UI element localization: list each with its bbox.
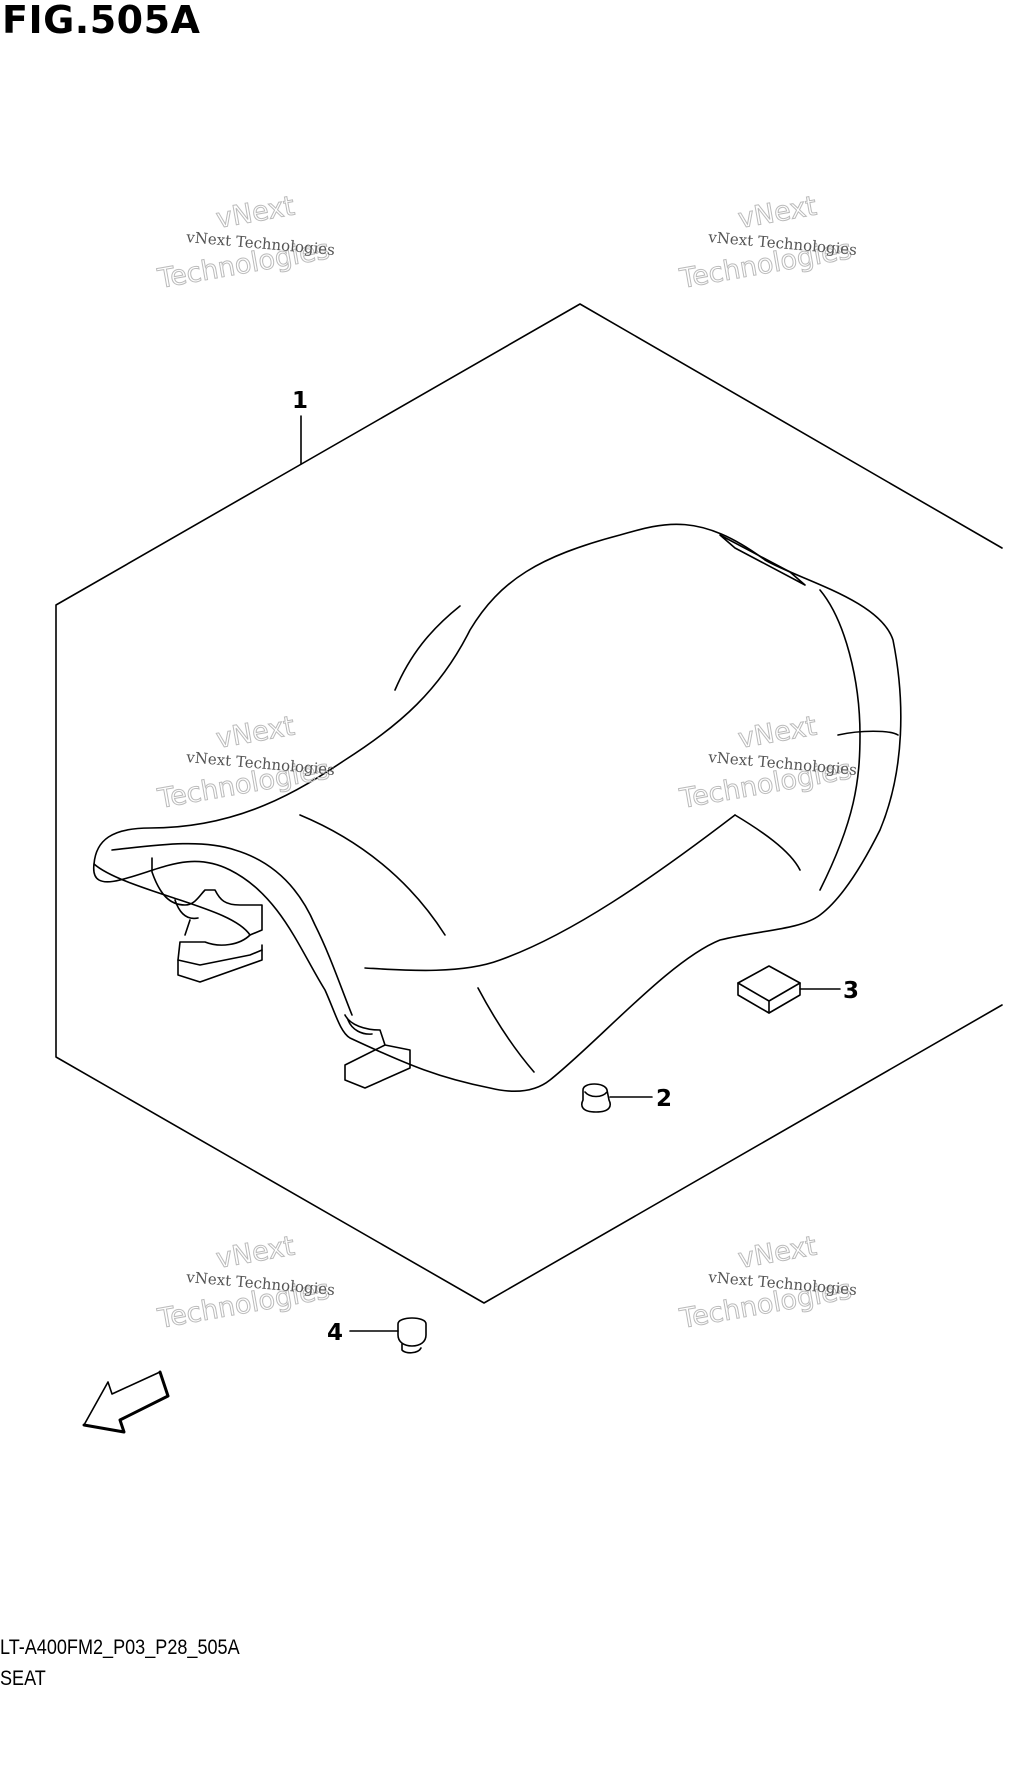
- seat-center-crease: [364, 814, 736, 972]
- watermark-top-right: vNext Technologies vNext Technologies: [676, 190, 857, 295]
- seat-pad-line: [299, 814, 446, 936]
- part-3-block: [737, 965, 801, 1014]
- watermark-bottom-right: vNext Technologies vNext Technologies: [676, 1230, 857, 1335]
- front-bracket-hook: [174, 899, 199, 936]
- seat-front-lip: [93, 863, 251, 936]
- part-2-grommet-rim: [584, 1091, 608, 1098]
- seat-rear-crease: [734, 814, 801, 871]
- svg-text:vNext: vNext: [736, 711, 819, 755]
- figure-name: SEAT: [0, 1667, 46, 1690]
- rear-bracket-bolt: [347, 1019, 373, 1035]
- part-4-cushion-base: [401, 1343, 422, 1354]
- part-4-cushion: [397, 1317, 427, 1347]
- seat-strap: [719, 534, 806, 586]
- watermark-mid-left: vNext Technologies vNext Technologies: [154, 710, 335, 815]
- svg-text:vNext: vNext: [214, 1231, 297, 1275]
- figure-title: FIG.505A: [2, 0, 201, 42]
- watermark-bottom-left: vNext Technologies vNext Technologies: [154, 1230, 335, 1335]
- callout-2-label: 2: [656, 1086, 672, 1112]
- fwd-arrow-shade: [82, 1370, 170, 1434]
- svg-text:vNext: vNext: [736, 191, 819, 235]
- callout-3-label: 3: [843, 978, 859, 1004]
- assembly-frame: [55, 303, 1003, 1304]
- seat-outline: [92, 523, 902, 1093]
- svg-text:vNext: vNext: [736, 1231, 819, 1275]
- svg-text:vNext: vNext: [214, 711, 297, 755]
- front-bracket-tab: [177, 944, 263, 983]
- seat-side-fold: [477, 987, 535, 1073]
- figure-code: LT-A400FM2_P03_P28_505A: [0, 1636, 240, 1659]
- callout-1-label: 1: [292, 388, 308, 414]
- svg-text:vNext: vNext: [214, 191, 297, 235]
- figure-footer: LT-A400FM2_P03_P28_505A SEAT: [0, 1632, 279, 1694]
- seat-rear-side: [837, 730, 899, 736]
- rear-bracket: [344, 1014, 411, 1089]
- watermark-mid-right: vNext Technologies vNext Technologies: [676, 710, 857, 815]
- front-bracket: [151, 857, 263, 966]
- seat-upper-crease: [394, 605, 461, 691]
- seat-rear-fold: [819, 589, 861, 891]
- part-2-grommet: [581, 1083, 611, 1113]
- part-3-block-edge: [737, 982, 801, 1014]
- callout-4-label: 4: [327, 1320, 343, 1346]
- seat-front-inner: [111, 842, 353, 1016]
- watermark-top-left: vNext Technologies vNext Technologies: [154, 190, 335, 295]
